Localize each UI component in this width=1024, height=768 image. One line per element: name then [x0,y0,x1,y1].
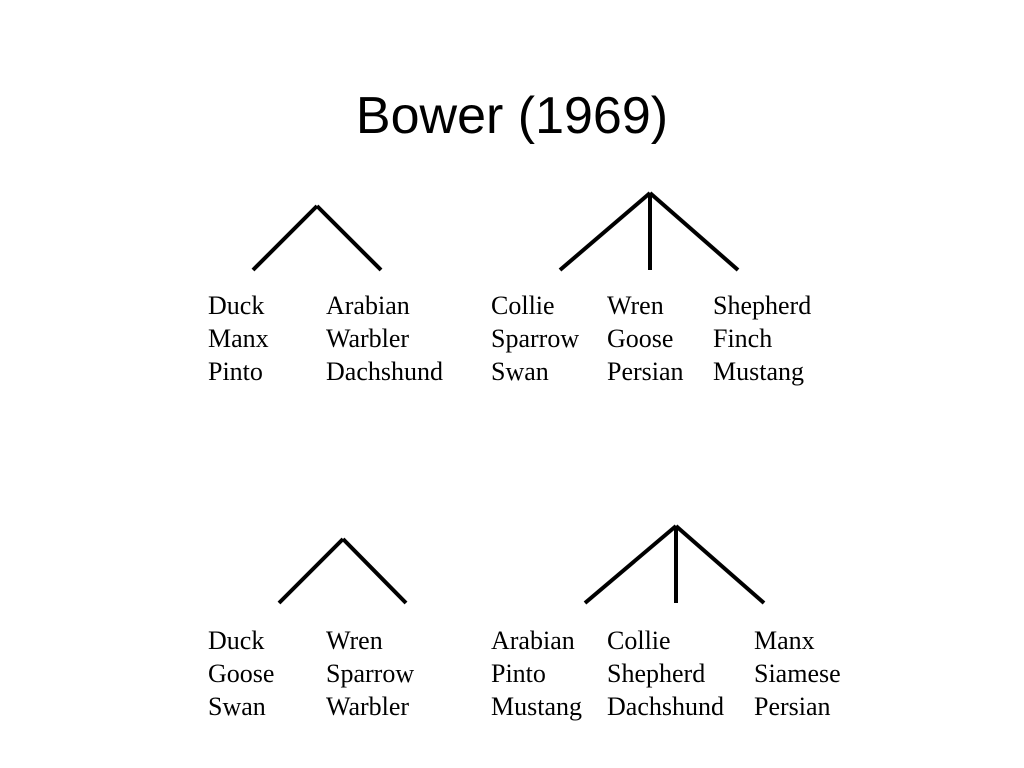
word-list: Collie Sparrow Swan [491,289,579,388]
page-title: Bower (1969) [355,87,669,145]
word: Collie [491,291,555,320]
word: Persian [754,692,831,721]
word-list: Wren Sparrow Warbler [326,624,414,723]
word: Duck [208,291,265,320]
word: Mustang [491,692,582,721]
word: Collie [607,626,671,655]
word: Sparrow [326,659,415,688]
word: Shepherd [713,291,812,320]
word: Goose [208,659,275,688]
word: Arabian [491,626,575,655]
branch-line [277,537,345,605]
word-list: Arabian Pinto Mustang [491,624,582,723]
branch-line [341,537,408,605]
word: Dachshund [326,357,443,386]
word: Pinto [208,357,263,386]
word: Swan [491,357,549,386]
word-list: Duck Manx Pinto [208,289,269,388]
word: Manx [754,626,815,655]
word: Dachshund [607,692,724,721]
branch-line [251,204,319,272]
word: Arabian [326,291,410,320]
word: Wren [607,291,664,320]
branch-line [674,524,766,605]
word-list: Collie Shepherd Dachshund [607,624,724,723]
word-list: Arabian Warbler Dachshund [326,289,443,388]
word: Mustang [713,357,804,386]
word: Wren [326,626,383,655]
word-list: Manx Siamese Persian [754,624,841,723]
word: Sparrow [491,324,580,353]
word: Warbler [326,324,410,353]
word-list: Wren Goose Persian [607,289,684,388]
branch-line [315,204,383,272]
word: Siamese [754,659,841,688]
word-list: Duck Goose Swan [208,624,274,723]
word: Goose [607,324,674,353]
word: Swan [208,692,266,721]
word: Shepherd [607,659,706,688]
word: Warbler [326,692,410,721]
word: Manx [208,324,269,353]
word: Finch [713,324,773,353]
word: Duck [208,626,265,655]
word-list: Shepherd Finch Mustang [713,289,811,388]
branch-line [648,191,740,272]
word: Pinto [491,659,546,688]
branch-line [558,191,652,272]
branch-line [583,524,678,605]
word: Persian [607,357,684,386]
